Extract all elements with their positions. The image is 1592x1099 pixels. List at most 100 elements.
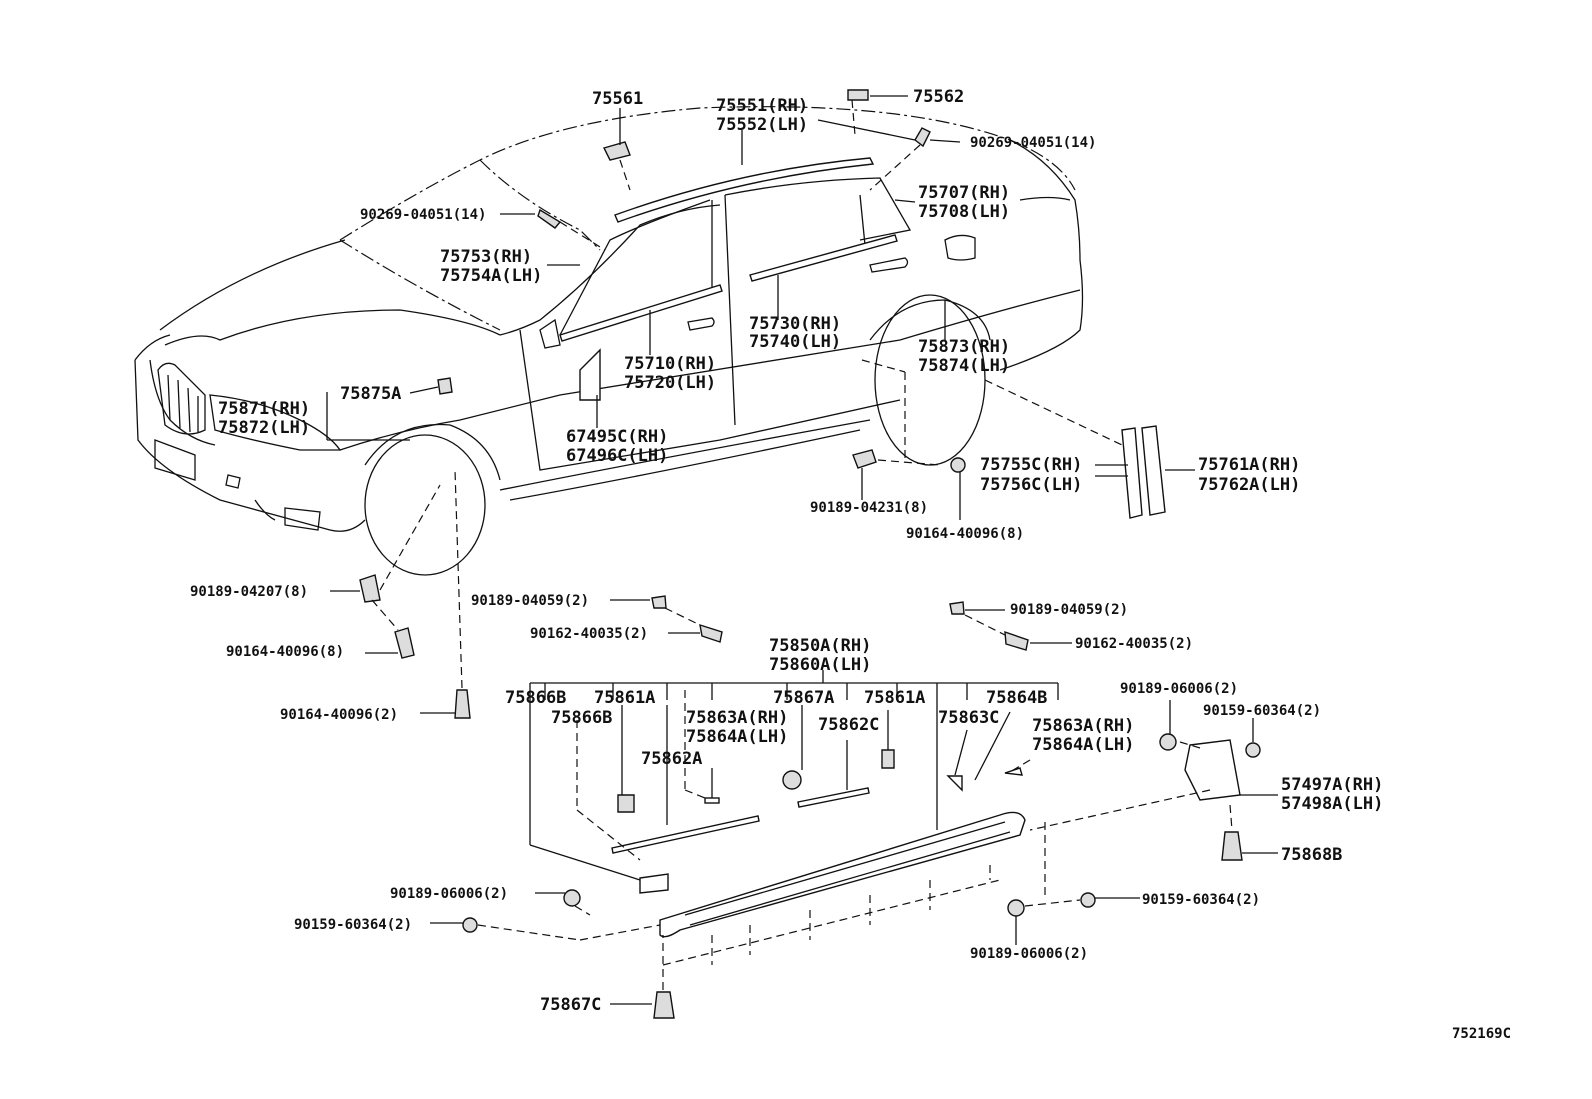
clip-90189-06006-right [1159,733,1177,751]
label-75707: 75707(RH) [918,183,1010,203]
screw-90159-60364-left [462,917,478,933]
label-75863A-1: 75863A(RH) [686,708,788,728]
label-75861A-1: 75861A [594,688,655,708]
clip-75562 [847,89,869,101]
label-75872: 75872(LH) [218,418,310,438]
label-90164-40096-2: 90164-40096(2) [280,707,398,723]
label-75862A: 75862A [641,749,702,769]
label-75761A: 75761A(RH) [1198,455,1300,475]
label-90162-40035-a: 90162-40035(2) [530,626,648,642]
label-75720: 75720(LH) [624,373,716,393]
label-75755C: 75755C(RH) [980,455,1082,475]
label-75864A-1: 75864A(LH) [686,727,788,747]
label-90164-40096-8b: 90164-40096(8) [906,526,1024,542]
label-75873: 75873(RH) [918,337,1010,357]
bracket-57497A [1184,739,1241,801]
label-75864B: 75864B [986,688,1047,708]
rear-pillar-garnish-pair [1121,425,1166,519]
label-75874: 75874(LH) [918,356,1010,376]
label-90189-06006-bottom: 90189-06006(2) [970,946,1088,962]
clip-75875A [437,377,453,395]
leader-lines [326,95,1278,1005]
label-75867C: 75867C [540,995,601,1015]
screw-90269-left [537,208,562,229]
clip-75861A-right [881,749,895,769]
label-75867A: 75867A [773,688,834,708]
label-57498A: 57498A(LH) [1281,794,1383,814]
screw-90164-40096-a [394,627,415,659]
tape-75862A [704,797,720,804]
clip-75866B [639,873,669,894]
label-90159-60364-bottom: 90159-60364(2) [1142,892,1260,908]
label-75875A: 75875A [340,384,401,404]
label-75860A: 75860A(LH) [769,655,871,675]
label-90269-04051-top: 90269-04051(14) [970,135,1096,151]
label-75561: 75561 [592,89,643,109]
label-90189-04059-a: 90189-04059(2) [471,593,589,609]
clip-90189-04059-a [651,595,667,609]
label-75756C: 75756C(LH) [980,475,1082,495]
label-75866B-1: 75866B [505,688,566,708]
front-fender-emblem [579,348,601,401]
clip-90189-06006-bottom [1007,899,1025,917]
label-75708: 75708(LH) [918,202,1010,222]
clip-75867A [782,770,802,790]
label-75866B-2: 75866B [551,708,612,728]
label-75868B: 75868B [1281,845,1342,865]
belt-molding-rear [749,234,898,282]
label-90189-04231: 90189-04231(8) [810,500,928,516]
label-67496C: 67496C(LH) [566,446,668,466]
label-75861A-2: 75861A [864,688,925,708]
label-75551: 75551(RH) [716,96,808,116]
clip-75861A-left [617,794,635,813]
screw-90159-60364-bottom [1080,892,1096,908]
label-75863A-2: 75863A(RH) [1032,716,1134,736]
screw-90164-40096-b [950,457,966,473]
clip-75868B [1221,831,1243,861]
tape-75862C [797,787,870,808]
label-75871: 75871(RH) [218,399,310,419]
clip-75867C [653,991,675,1019]
label-90164-40096-8a: 90164-40096(8) [226,644,344,660]
clip-90189-04231 [852,449,877,469]
label-75862C: 75862C [818,715,879,735]
label-90162-40035-b: 90162-40035(2) [1075,636,1193,652]
label-75730: 75730(RH) [749,314,841,334]
roof-drip-molding [614,157,875,223]
car-body-outline [134,106,1084,576]
screw-90164-40096-2 [454,689,471,719]
label-90189-06006-left: 90189-06006(2) [390,886,508,902]
label-75762A: 75762A(LH) [1198,475,1300,495]
label-75864A-2: 75864A(LH) [1032,735,1134,755]
tape-75862-lower [611,815,760,854]
screw-90159-60364-right [1245,742,1261,758]
label-90159-60364-left: 90159-60364(2) [294,917,412,933]
label-75863C: 75863C [938,708,999,728]
label-67495C: 67495C(RH) [566,427,668,447]
label-90269-04051-left: 90269-04051(14) [360,207,486,223]
label-75562: 75562 [913,87,964,107]
label-75754A: 75754A(LH) [440,266,542,286]
screw-90162-40035-a [699,623,723,643]
clip-75561 [602,141,631,161]
label-75710: 75710(RH) [624,354,716,374]
clip-90189-04207 [359,574,381,603]
screw-90269-top [914,127,931,148]
belt-molding-front [559,284,723,342]
clip-90189-06006-left [563,889,581,907]
label-75753: 75753(RH) [440,247,532,267]
clip-90189-04059-b [949,601,965,615]
clip-75863C [946,775,963,792]
label-75850A: 75850A(RH) [769,636,871,656]
label-90159-60364-right: 90159-60364(2) [1203,703,1321,719]
label-75552: 75552(LH) [716,115,808,135]
callout-labels: 75561 75551(RH) 75552(LH) 75562 90269-04… [190,87,1511,1042]
label-90189-06006-right: 90189-06006(2) [1120,681,1238,697]
screw-90162-40035-b [1004,630,1029,651]
label-90189-04207: 90189-04207(8) [190,584,308,600]
label-75740: 75740(LH) [749,332,841,352]
clip-75864B [1004,767,1023,776]
diagram-reference-number: 752169C [1452,1026,1511,1042]
label-90189-04059-b: 90189-04059(2) [1010,602,1128,618]
